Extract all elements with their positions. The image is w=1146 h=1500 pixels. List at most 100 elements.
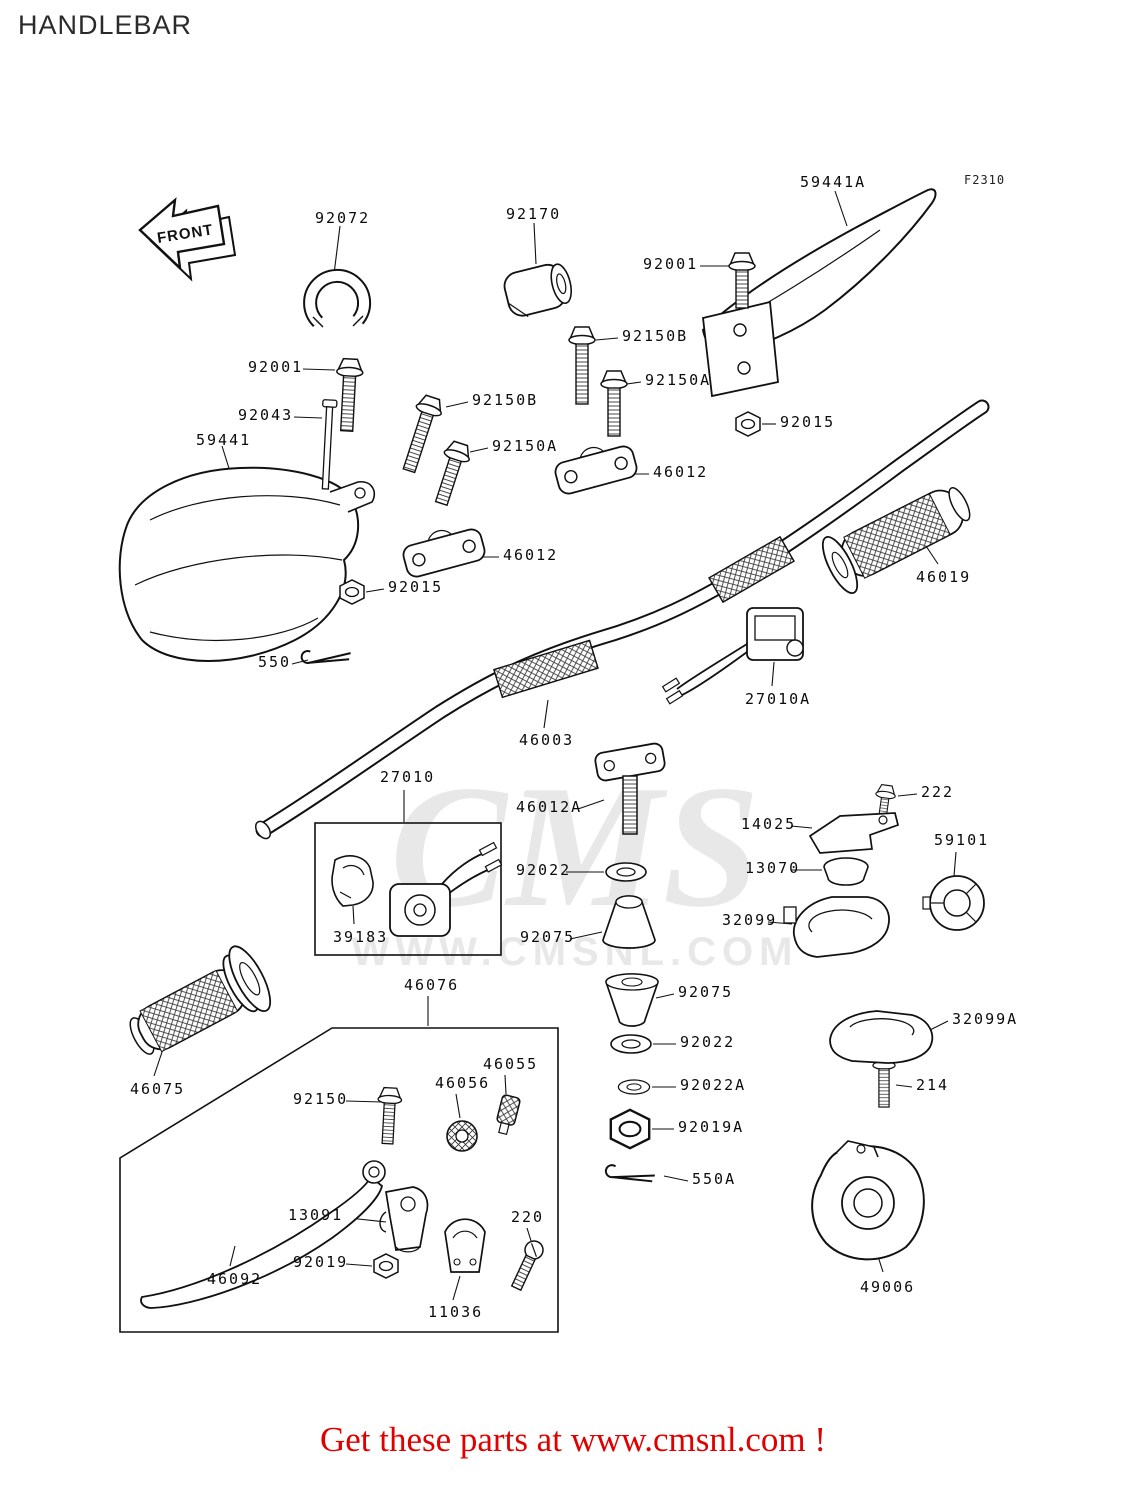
part-label-92001[interactable]: 92001: [248, 358, 304, 376]
cotter-550a-drawing: [604, 1163, 657, 1183]
lever-46092-drawing: [140, 1175, 384, 1309]
part-label-92015[interactable]: 92015: [780, 413, 836, 431]
part-label-46055[interactable]: 46055: [483, 1055, 539, 1073]
part-label-92019a[interactable]: 92019A: [678, 1118, 745, 1136]
adjuster-46055-drawing: [496, 1094, 521, 1136]
collar-59101-drawing: [922, 875, 985, 931]
housing-32099-drawing: [783, 896, 890, 958]
part-label-92019[interactable]: 92019: [293, 1253, 349, 1271]
part-label-49006[interactable]: 49006: [860, 1278, 916, 1296]
part-label-92075[interactable]: 92075: [678, 983, 734, 1001]
part-label-92022[interactable]: 92022: [680, 1033, 736, 1051]
bolt-92150b-right-drawing: [568, 326, 596, 405]
part-label-92043[interactable]: 92043: [238, 406, 294, 424]
clamp-46012-lower-drawing: [402, 528, 486, 578]
part-label-13091[interactable]: 13091: [288, 1206, 344, 1224]
part-label-32099[interactable]: 32099: [722, 911, 778, 929]
lever-14025-drawing: [808, 812, 900, 854]
part-label-92150a[interactable]: 92150A: [492, 437, 559, 455]
nut-92019a-drawing: [609, 1108, 651, 1150]
part-label-550[interactable]: 550: [258, 653, 292, 671]
rubber-92075-lower-drawing: [605, 973, 659, 1027]
part-label-550a[interactable]: 550A: [692, 1170, 737, 1188]
part-label-46012[interactable]: 46012: [503, 546, 559, 564]
part-label-11036[interactable]: 11036: [428, 1303, 484, 1321]
holder-13091-drawing: [379, 1186, 429, 1253]
pin-92043-drawing: [321, 399, 338, 490]
part-label-46075[interactable]: 46075: [130, 1080, 186, 1098]
diagram-code: F2310: [964, 173, 1006, 187]
svg-text:CMS: CMS: [390, 749, 760, 943]
part-label-46019[interactable]: 46019: [916, 568, 972, 586]
part-label-214[interactable]: 214: [916, 1076, 950, 1094]
bolt-92150a-left-drawing: [434, 438, 474, 507]
part-label-59101[interactable]: 59101: [934, 831, 990, 849]
part-label-92075[interactable]: 92075: [520, 928, 576, 946]
part-label-92170[interactable]: 92170: [506, 205, 562, 223]
bolt-92150-drawing: [377, 1086, 403, 1145]
part-label-46003[interactable]: 46003: [519, 731, 575, 749]
washer-92022a-drawing: [617, 1079, 651, 1095]
part-label-222[interactable]: 222: [921, 783, 955, 801]
bracket-49006-drawing: [811, 1140, 925, 1261]
washer-92022-lower-drawing: [610, 1034, 652, 1054]
svg-text:WWW.CMSNL.COM: WWW.CMSNL.COM: [352, 930, 799, 974]
part-label-92001[interactable]: 92001: [643, 255, 699, 273]
part-label-220[interactable]: 220: [511, 1208, 545, 1226]
part-label-46012a[interactable]: 46012A: [516, 798, 583, 816]
handlebar-drawing: [254, 399, 990, 840]
stem-46012a-drawing: [594, 742, 666, 835]
part-label-92072[interactable]: 92072: [315, 209, 371, 227]
cotter-550-drawing: [300, 646, 353, 665]
part-label-27010[interactable]: 27010: [380, 768, 436, 786]
page-title: HANDLEBAR: [18, 10, 193, 40]
housing-32099a-drawing: [829, 1010, 934, 1064]
ring-92072-drawing: [303, 268, 372, 328]
master-cylinder-box-drawing: [119, 1027, 559, 1333]
part-label-39183[interactable]: 39183: [333, 928, 389, 946]
part-label-46056[interactable]: 46056: [435, 1074, 491, 1092]
part-label-92022a[interactable]: 92022A: [680, 1076, 747, 1094]
part-label-59441[interactable]: 59441: [196, 431, 252, 449]
part-label-92150b[interactable]: 92150B: [622, 327, 689, 345]
nut-92019-drawing: [373, 1253, 399, 1279]
part-label-92150b[interactable]: 92150B: [472, 391, 539, 409]
part-label-46076[interactable]: 46076: [404, 976, 460, 994]
switch-27010a-drawing: [661, 607, 804, 705]
screw-220-drawing: [510, 1240, 544, 1292]
clamp-11036-drawing: [444, 1218, 486, 1273]
footer-shop-link[interactable]: Get these parts at www.cmsnl.com !: [319, 1420, 827, 1459]
plate-13070-drawing: [823, 857, 869, 886]
front-arrow: FRONT: [138, 197, 237, 282]
clamp-92170-drawing: [503, 263, 573, 318]
switch-27010-box-drawing: [314, 822, 503, 956]
part-label-92022[interactable]: 92022: [516, 861, 572, 879]
part-label-13070[interactable]: 13070: [745, 859, 801, 877]
bolt-214-drawing: [872, 1053, 896, 1108]
nut-92015-right-drawing: [735, 411, 761, 437]
left-grip-drawing: [129, 945, 272, 1055]
bolt-92150a-right-drawing: [600, 370, 628, 437]
part-label-92015[interactable]: 92015: [388, 578, 444, 596]
part-label-92150a[interactable]: 92150A: [645, 371, 712, 389]
bolt-92150b-left-drawing: [402, 392, 446, 474]
right-grip-drawing: [821, 487, 971, 594]
part-label-32099a[interactable]: 32099A: [952, 1010, 1019, 1028]
watermark: CMS WWW.CMSNL.COM: [352, 749, 799, 974]
right-guard-drawing: [701, 188, 937, 398]
part-label-92150[interactable]: 92150: [293, 1090, 349, 1108]
bolt-92001-left-drawing: [335, 357, 365, 432]
part-label-59441a[interactable]: 59441A: [800, 173, 867, 191]
clamp-46012-upper-drawing: [554, 445, 638, 495]
part-label-27010a[interactable]: 27010A: [745, 690, 812, 708]
adjuster-46056-drawing: [446, 1120, 478, 1152]
nut-92015-left-drawing: [339, 579, 365, 605]
part-label-46092[interactable]: 46092: [207, 1270, 263, 1288]
left-guard-drawing: [118, 466, 376, 662]
part-label-14025[interactable]: 14025: [741, 815, 797, 833]
bolt-92001-right-drawing: [728, 252, 756, 309]
part-label-46012[interactable]: 46012: [653, 463, 709, 481]
